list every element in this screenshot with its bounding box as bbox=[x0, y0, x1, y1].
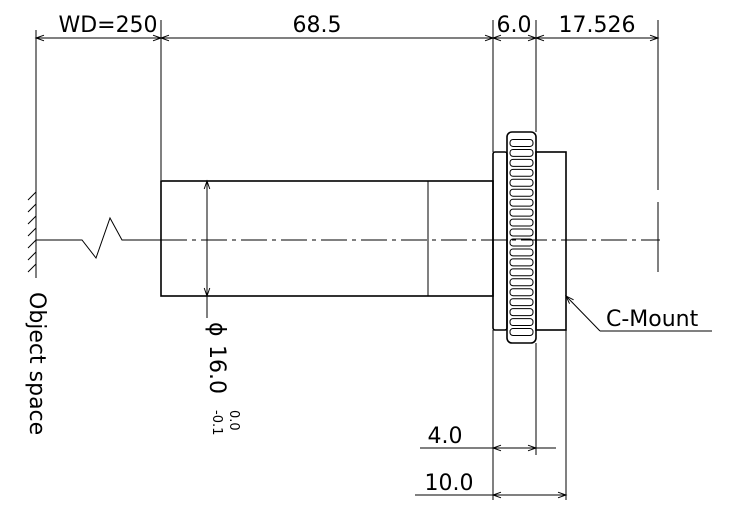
knurl-ridge bbox=[509, 228, 534, 237]
knurl-ridge bbox=[509, 188, 534, 197]
c-mount-label: C-Mount bbox=[606, 307, 699, 332]
knurl-width-label: 6.0 bbox=[497, 13, 532, 38]
knurl-ridge bbox=[509, 318, 534, 327]
knurl-ridge bbox=[509, 168, 534, 177]
knurl-ridge bbox=[509, 218, 534, 227]
lens-barrel bbox=[160, 180, 494, 297]
knurl-ridge bbox=[509, 258, 534, 267]
focus-ring-left bbox=[492, 151, 508, 331]
tolerance-lower: -0.1 bbox=[209, 410, 224, 435]
knurl-ridge bbox=[509, 328, 534, 336]
flange-distance-label: 17.526 bbox=[559, 13, 636, 38]
knurl-ridge bbox=[509, 278, 534, 287]
knurl-ridge bbox=[509, 288, 534, 297]
knurl-ridge bbox=[509, 298, 534, 307]
knurl-ridge bbox=[509, 178, 534, 187]
knurl-ridge bbox=[509, 248, 534, 257]
axis-break-symbol bbox=[36, 216, 161, 260]
knurl-ridge bbox=[509, 158, 534, 167]
mount-offset-label: 4.0 bbox=[428, 424, 463, 449]
wd-label: WD=250 bbox=[58, 13, 157, 38]
diameter-symbol: ϕ bbox=[204, 322, 229, 337]
knurl-ridges bbox=[509, 139, 534, 336]
object-space-label: Object space bbox=[24, 292, 49, 435]
knurl-ridge bbox=[509, 148, 534, 157]
mount-length-label: 10.0 bbox=[425, 471, 474, 496]
object-plane-hatch bbox=[27, 188, 37, 278]
tolerance-upper: 0.0 bbox=[226, 410, 241, 431]
knurl-ridge bbox=[509, 198, 534, 207]
length-label: 68.5 bbox=[293, 13, 342, 38]
knurl-ridge bbox=[509, 238, 534, 247]
knurl-ring bbox=[506, 131, 537, 344]
diameter-value: 16.0 bbox=[204, 345, 229, 394]
knurl-ridge bbox=[509, 208, 534, 217]
knurl-ridge bbox=[509, 268, 534, 277]
knurl-ridge bbox=[509, 139, 534, 147]
c-mount-thread bbox=[535, 151, 567, 331]
knurl-ridge bbox=[509, 308, 534, 317]
c-mount-leader bbox=[564, 294, 601, 332]
